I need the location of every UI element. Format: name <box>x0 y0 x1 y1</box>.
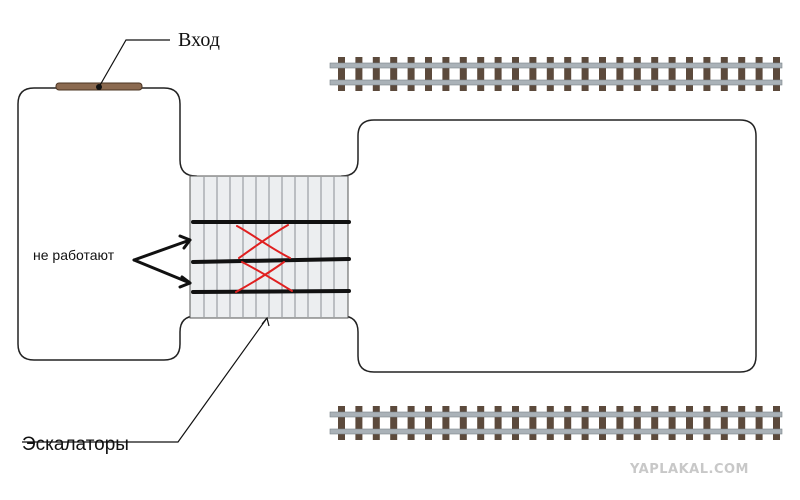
track-sleeper <box>355 57 363 91</box>
track-sleeper <box>720 406 728 440</box>
track-sleeper <box>407 406 415 440</box>
track-sleeper <box>390 406 398 440</box>
track-sleeper <box>425 406 432 440</box>
track-sleeper <box>546 406 554 440</box>
escalator-2 <box>191 257 351 264</box>
track-sleeper <box>633 406 641 440</box>
track-sleeper <box>372 57 380 91</box>
escalators-label: Эскалаторы <box>22 434 129 455</box>
track-sleeper <box>372 406 380 440</box>
track-sleeper <box>686 57 693 91</box>
track-sleeper <box>738 406 746 440</box>
track-rail <box>329 62 783 69</box>
track-sleeper <box>599 406 606 440</box>
track-sleeper <box>338 406 345 440</box>
track-sleeper <box>494 406 502 440</box>
track-sleeper <box>512 57 519 91</box>
track-sleeper <box>668 406 676 440</box>
track-sleeper <box>755 406 763 440</box>
track-sleeper <box>651 57 659 91</box>
track-sleeper <box>355 406 363 440</box>
track-sleeper <box>616 57 624 91</box>
track-sleeper <box>599 57 606 91</box>
track-sleeper <box>407 57 415 91</box>
track-sleeper <box>686 406 693 440</box>
track-sleeper <box>529 406 537 440</box>
platform-hall <box>341 119 757 373</box>
track-sleeper <box>564 57 572 91</box>
track-sleeper <box>738 57 746 91</box>
track-sleeper <box>477 57 485 91</box>
track-sleeper <box>773 406 780 440</box>
track-sleeper <box>338 57 345 91</box>
track-sleeper <box>477 406 485 440</box>
track-sleeper <box>425 57 432 91</box>
track-bottom <box>329 406 783 440</box>
track-sleeper <box>616 406 624 440</box>
track-sleeper <box>512 406 519 440</box>
entrance-label: Вход <box>178 29 220 51</box>
cross-mark-4 <box>235 261 285 293</box>
broken-marks <box>235 224 293 293</box>
track-sleeper <box>633 57 641 91</box>
cross-mark-2 <box>238 224 289 259</box>
track-sleeper <box>720 57 728 91</box>
escalators <box>191 220 351 294</box>
entrance-door <box>55 39 170 91</box>
track-sleeper <box>459 406 467 440</box>
track-sleeper <box>494 57 502 91</box>
broken-arrows <box>132 234 192 289</box>
track-sleeper <box>755 57 763 91</box>
broken-escalators-label: не работают <box>33 247 115 263</box>
track-sleeper <box>442 57 450 91</box>
track-sleeper <box>529 57 537 91</box>
track-sleeper <box>581 57 589 91</box>
escalators-leader <box>22 317 268 443</box>
track-top <box>329 57 783 91</box>
cross-mark-3 <box>241 261 293 292</box>
track-sleeper <box>546 57 554 91</box>
track-sleeper <box>390 57 398 91</box>
escalator-3 <box>191 289 351 294</box>
track-sleeper <box>773 57 780 91</box>
track-sleeper <box>668 57 676 91</box>
track-sleeper <box>442 406 450 440</box>
track-sleeper <box>581 406 589 440</box>
watermark: YAPLAKAL.COM <box>630 462 749 477</box>
track-rail <box>329 79 783 86</box>
track-sleeper <box>703 406 711 440</box>
track-rail <box>329 428 783 435</box>
track-sleeper <box>564 406 572 440</box>
track-sleeper <box>651 406 659 440</box>
track-rail <box>329 411 783 418</box>
track-sleeper <box>459 57 467 91</box>
entrance-hall <box>17 87 197 361</box>
track-sleeper <box>703 57 711 91</box>
